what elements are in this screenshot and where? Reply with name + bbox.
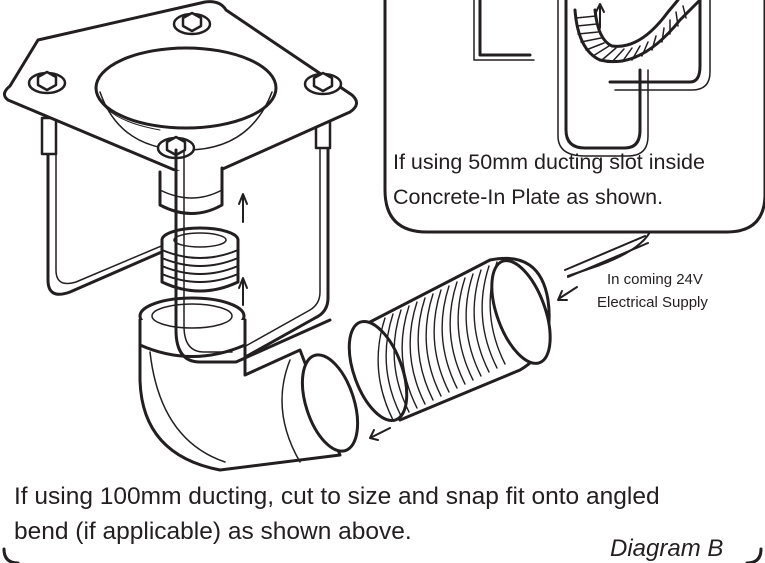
diagram-label: Diagram B — [610, 535, 724, 562]
inset-instruction-line2: Concrete-In Plate as shown. — [393, 185, 664, 209]
concrete-in-plate — [3, 0, 358, 215]
outer-frame — [2, 547, 20, 563]
inset-instruction-line1: If using 50mm ducting slot inside — [393, 150, 705, 174]
arrow-icon — [238, 193, 578, 441]
large-duct — [347, 256, 552, 423]
caption-line1: If using 100mm ducting, cut to size and … — [14, 483, 660, 510]
supply-label-line2: Electrical Supply — [597, 294, 708, 311]
electrical-cable — [564, 235, 649, 278]
inset-box — [383, 0, 765, 277]
threaded-coupler — [160, 226, 240, 293]
bolt-icon — [27, 70, 67, 95]
angled-bend — [138, 296, 360, 472]
small-duct — [573, 0, 702, 64]
caption-line2: bend (if applicable) as shown above. — [14, 518, 412, 545]
supply-label-line1: In coming 24V — [607, 271, 703, 288]
